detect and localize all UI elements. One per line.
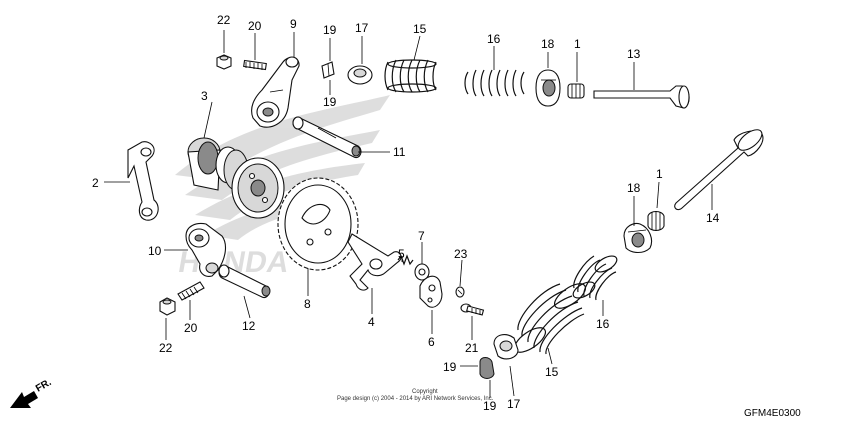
part-rocker-shaft-12[interactable] (218, 264, 271, 299)
callout-1-bottom: 1 (656, 167, 663, 181)
callout-19-top-a: 19 (323, 23, 337, 37)
part-decomp-plate-6[interactable] (419, 275, 443, 308)
callout-21: 21 (465, 341, 479, 355)
part-stem-seal-17-bottom[interactable] (493, 334, 519, 360)
part-stem-seal-17-top[interactable] (347, 65, 373, 85)
copyright-notice: Page design (c) 2004 - 2014 by ARI Netwo… (337, 396, 494, 402)
callout-22-bottom: 22 (159, 341, 173, 355)
part-valve-14[interactable] (674, 126, 766, 211)
part-outer-spring-15-top[interactable] (384, 59, 437, 93)
callout-15-top: 15 (413, 22, 427, 36)
part-rocker-shaft-11[interactable] (292, 116, 362, 159)
callout-4: 4 (368, 315, 375, 329)
callout-23: 23 (454, 247, 468, 261)
part-valve-cotter-1-bottom[interactable] (647, 210, 665, 232)
callout-17-bottom: 17 (507, 397, 521, 411)
part-pin-23[interactable] (455, 286, 465, 298)
front-direction-arrow: FR. (10, 377, 54, 408)
callout-18-bottom: 18 (627, 181, 641, 195)
callout-14: 14 (706, 211, 720, 225)
callout-19-bottom-a: 19 (443, 360, 457, 374)
copyright-title: Copyright (412, 389, 438, 395)
callout-3: 3 (201, 89, 208, 103)
part-cotter-19-bottom[interactable] (479, 357, 495, 379)
callout-17-top: 17 (355, 21, 369, 35)
callout-11: 11 (393, 145, 406, 159)
part-spring-5[interactable] (397, 254, 414, 266)
leader-lines (104, 30, 713, 398)
callout-10: 10 (148, 244, 162, 258)
part-camshaft-3[interactable] (187, 137, 285, 219)
callout-18-top: 18 (541, 37, 555, 51)
part-retainer-18-bottom[interactable] (623, 222, 653, 254)
part-screw-20-bottom[interactable] (177, 281, 205, 301)
part-bracket-2[interactable] (127, 141, 159, 221)
callout-8: 8 (304, 297, 311, 311)
callout-12: 12 (242, 319, 256, 333)
front-arrow-label: FR. (34, 377, 54, 395)
part-valve-13[interactable] (593, 85, 690, 109)
callout-13: 13 (627, 47, 641, 61)
callout-9: 9 (290, 17, 297, 31)
callout-19-bottom-b: 19 (483, 399, 497, 413)
callout-20-bottom: 20 (184, 321, 198, 335)
callout-5: 5 (398, 247, 405, 261)
part-inner-spring-16-top[interactable] (464, 69, 525, 97)
callout-1-top: 1 (574, 37, 581, 51)
callout-22-top: 22 (217, 13, 231, 27)
part-screw-20-top[interactable] (243, 59, 267, 71)
callout-16-top: 16 (487, 32, 501, 46)
part-inner-spring-16-bottom[interactable] (571, 253, 620, 301)
part-nut-22-bottom[interactable] (159, 297, 176, 316)
part-rocker-arm-9[interactable] (251, 56, 300, 128)
part-nut-22-top[interactable] (216, 54, 232, 70)
callout-20-top: 20 (248, 19, 262, 33)
part-rocker-arm-10[interactable] (185, 222, 227, 277)
part-bolt-21[interactable] (460, 303, 485, 316)
part-decomp-arm-4[interactable] (347, 233, 402, 291)
callout-labels: 22 20 9 19 19 17 15 16 18 1 13 3 2 11 10… (92, 13, 720, 413)
callout-15-bottom: 15 (545, 365, 559, 379)
part-cam-sprocket-8[interactable] (277, 177, 359, 271)
callout-2: 2 (92, 176, 99, 190)
callout-16-bottom: 16 (596, 317, 610, 331)
part-cotter-19-top[interactable] (321, 61, 335, 79)
part-valve-cotter-1-top[interactable] (567, 83, 585, 99)
callout-6: 6 (428, 335, 435, 349)
callout-7: 7 (418, 229, 425, 243)
part-retainer-18-top[interactable] (535, 69, 561, 107)
callout-19-top-b: 19 (323, 95, 337, 109)
diagram-code: GFM4E0300 (744, 408, 801, 419)
